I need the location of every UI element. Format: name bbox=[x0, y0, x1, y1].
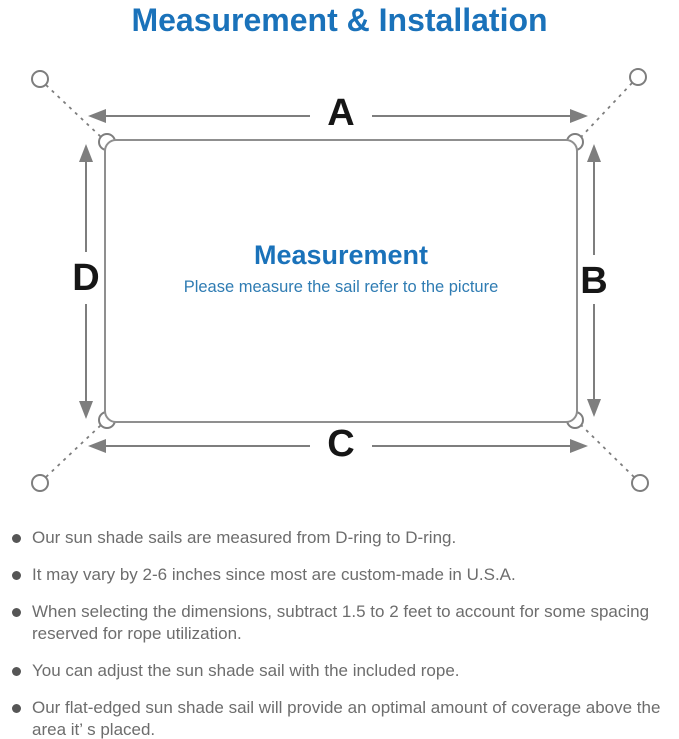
note-text: When selecting the dimensions, subtract … bbox=[32, 602, 650, 643]
note-text: Our flat-edged sun shade sail will provi… bbox=[32, 698, 661, 739]
dimension-label-b: B bbox=[580, 260, 608, 302]
rope-top-right bbox=[580, 82, 633, 138]
bullet-dot-icon bbox=[12, 571, 21, 580]
anchor-point-icons bbox=[31, 68, 649, 492]
anchor-point-icon-top-left bbox=[31, 70, 49, 88]
measure-arrows bbox=[79, 109, 601, 453]
page-title: Measurement & Installation bbox=[131, 2, 548, 38]
arrowhead-right-icon bbox=[570, 109, 588, 123]
bullet-dot-icon bbox=[12, 534, 21, 543]
rope-bottom-right bbox=[580, 424, 635, 478]
anchor-point-icon-bottom-left bbox=[31, 474, 49, 492]
sail-center-text: Measurement Please measure the sail refe… bbox=[105, 240, 577, 297]
arrowhead-up-icon bbox=[79, 144, 93, 162]
arrowhead-left-icon bbox=[88, 109, 106, 123]
note-text: Our sun shade sails are measured from D-… bbox=[32, 528, 457, 547]
arrowhead-right-icon bbox=[570, 439, 588, 453]
notes-list: Our sun shade sails are measured from D-… bbox=[10, 527, 672, 739]
bullet-dot-icon bbox=[12, 667, 21, 676]
note-text: It may vary by 2-6 inches since most are… bbox=[32, 565, 516, 584]
note-item: Our flat-edged sun shade sail will provi… bbox=[10, 697, 672, 739]
sail-center-title: Measurement bbox=[253, 240, 429, 270]
note-text: You can adjust the sun shade sail with t… bbox=[32, 661, 460, 680]
anchor-point-icon-top-right bbox=[629, 68, 647, 86]
dimension-label-c: C bbox=[327, 423, 355, 465]
note-item: It may vary by 2-6 inches since most are… bbox=[10, 564, 672, 586]
note-item: When selecting the dimensions, subtract … bbox=[10, 601, 672, 645]
arrowhead-down-icon bbox=[587, 399, 601, 417]
sail-center-subtitle: Please measure the sail refer to the pic… bbox=[183, 278, 499, 296]
dimension-label-a: A bbox=[327, 92, 355, 134]
bullet-dot-icon bbox=[12, 608, 21, 617]
arrowhead-left-icon bbox=[88, 439, 106, 453]
rope-bottom-left bbox=[45, 424, 102, 478]
shade-sail-rect bbox=[104, 139, 578, 423]
arrowhead-down-icon bbox=[79, 401, 93, 419]
anchor-point-icon-bottom-right bbox=[631, 474, 649, 492]
rope-top-left bbox=[45, 84, 102, 138]
dimension-label-d: D bbox=[72, 257, 100, 299]
note-item: Our sun shade sails are measured from D-… bbox=[10, 527, 672, 549]
bullet-dot-icon bbox=[12, 704, 21, 713]
arrowhead-up-icon bbox=[587, 144, 601, 162]
note-item: You can adjust the sun shade sail with t… bbox=[10, 660, 672, 682]
